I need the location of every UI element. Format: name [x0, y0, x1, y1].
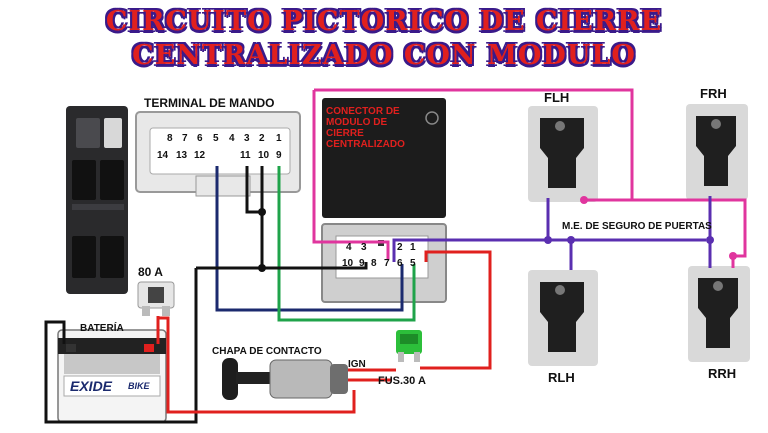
module-pin: 9 — [359, 258, 365, 269]
module-box — [322, 98, 446, 218]
title-line-2: CENTRALIZADO CON MODULO — [132, 40, 636, 71]
module-pin: 4 — [346, 242, 352, 253]
terminal-label: TERMINAL DE MANDO — [144, 96, 275, 110]
wires-black — [44, 166, 368, 424]
terminal-pin: 11 — [240, 150, 251, 161]
ignition-label: CHAPA DE CONTACTO — [212, 346, 322, 357]
module-pin: 1 — [410, 242, 416, 253]
rrh-label: RRH — [708, 366, 737, 381]
terminal-pin: 4 — [229, 133, 235, 144]
terminal-pin: 8 — [167, 133, 173, 144]
module-pin: 8 — [371, 258, 377, 269]
actuator-rrh — [688, 266, 750, 362]
module-pin: 2 — [397, 242, 403, 253]
terminal-pin: 10 — [258, 150, 270, 161]
frh-label: FRH — [700, 86, 727, 101]
battery-brand-sub: BIKE — [128, 381, 150, 391]
terminal-pin: 9 — [276, 150, 282, 161]
terminal-pin: 13 — [176, 150, 188, 161]
terminal-pin: 7 — [182, 133, 188, 144]
terminal-pin: 12 — [194, 150, 206, 161]
actuator-flh — [528, 106, 598, 202]
module-pin: 3 — [361, 242, 367, 253]
wires-red — [156, 250, 492, 414]
ign-label: IGN — [348, 359, 366, 370]
module-pin: 5 — [410, 258, 416, 269]
rlh-label: RLH — [548, 370, 575, 385]
battery — [57, 329, 167, 423]
terminal-pin: 2 — [259, 133, 265, 144]
module-pin: 6 — [397, 258, 403, 269]
terminal-pin: 6 — [197, 133, 203, 144]
battery-brand: EXIDE — [70, 378, 113, 394]
window-switch-panel — [66, 106, 128, 294]
fuse-30a — [396, 330, 422, 362]
motor-label: M.E. DE SEGURO DE PUERTAS — [562, 221, 712, 232]
wires-navy — [215, 166, 404, 312]
terminal-pin: 14 — [157, 150, 169, 161]
flh-label: FLH — [544, 90, 570, 105]
fuse-80a-label: 80 A — [138, 265, 163, 279]
module-pin: 10 — [342, 258, 354, 269]
terminal-pin: 3 — [244, 133, 250, 144]
fuse-80a — [137, 281, 175, 316]
actuator-rlh — [528, 270, 598, 366]
module-pin: 7 — [384, 258, 390, 269]
terminal-pin: 1 — [276, 133, 282, 144]
terminal-connector — [135, 111, 301, 197]
junction-dots — [258, 196, 737, 272]
terminal-pin: 5 — [213, 133, 219, 144]
wires-purple — [392, 196, 712, 270]
actuator-frh — [686, 104, 748, 200]
wires-green — [277, 166, 416, 322]
module-connector-label: CONECTOR DE MODULO DE CIERRE CENTRALIZAD… — [326, 106, 405, 150]
fuse-30a-label: FUS.30 A — [378, 375, 426, 387]
title-line-1: CIRCUITO PICTORICO DE CIERRE — [105, 6, 663, 37]
battery-label: BATERÍA — [80, 323, 124, 334]
ignition-switch — [222, 358, 348, 400]
